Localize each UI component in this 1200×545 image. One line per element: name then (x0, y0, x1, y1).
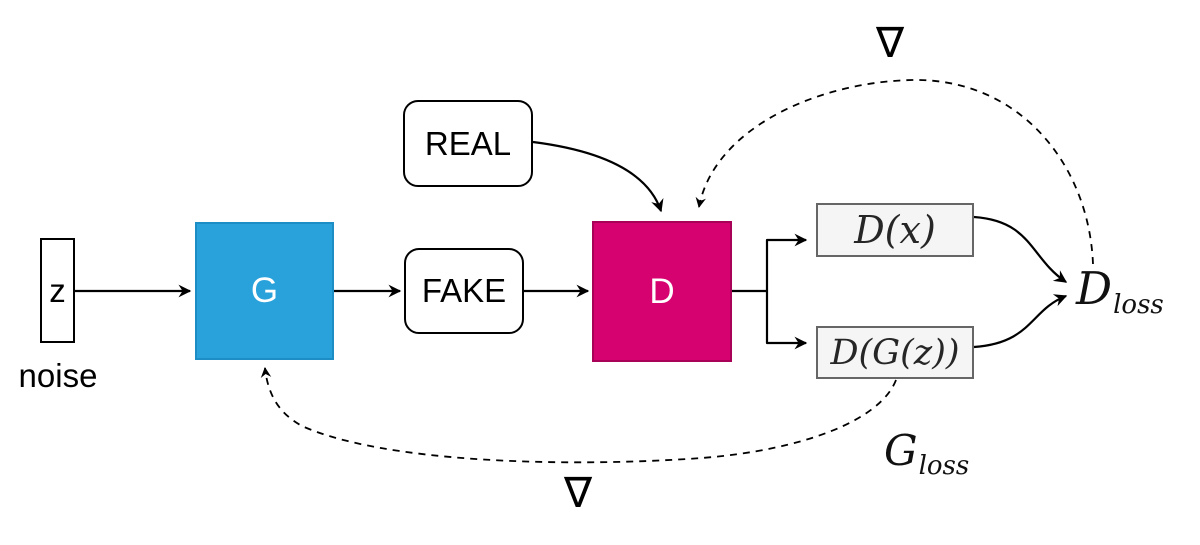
dgz-output-box: D(G(z)) (816, 326, 974, 379)
noise-caption: noise (18, 357, 98, 394)
dx-output-box: D(x) (816, 203, 974, 257)
arrow-dgz-to-dloss (973, 294, 1068, 349)
d-loss-main: D (1076, 262, 1113, 315)
nabla-gradient-icon: ∇ (876, 18, 905, 67)
dx-output-label: D(x) (854, 208, 936, 252)
gradient-arrow-dloss-to-discriminator (695, 79, 1094, 265)
dgz-output-label: D(G(z)) (830, 332, 960, 373)
g-loss-main: G (884, 426, 918, 475)
d-loss-label: Dloss (1076, 266, 1164, 318)
arrow-real-to-discriminator (532, 140, 664, 213)
gradient-arrow-gloss-to-generator (260, 366, 897, 464)
d-loss-subscript: loss (1113, 290, 1164, 320)
nabla-gradient-icon: ∇ (564, 468, 593, 517)
noise-input-label: z (49, 271, 66, 309)
g-loss-label: Gloss (884, 430, 969, 480)
generator-box: G (195, 222, 334, 360)
noise-input-box: z (40, 238, 75, 343)
fake-sample-label: FAKE (421, 272, 507, 309)
arrow-dx-to-dloss (973, 215, 1068, 283)
real-sample-box: REAL (403, 100, 533, 187)
fake-sample-box: FAKE (404, 248, 524, 334)
generator-label: G (250, 271, 279, 310)
arrow-branch-to-dx (765, 233, 808, 291)
discriminator-box: D (592, 221, 732, 362)
real-sample-label: REAL (424, 124, 512, 162)
g-loss-subscript: loss (918, 451, 970, 481)
discriminator-label: D (649, 271, 675, 311)
arrow-branch-to-dgz (765, 291, 808, 350)
